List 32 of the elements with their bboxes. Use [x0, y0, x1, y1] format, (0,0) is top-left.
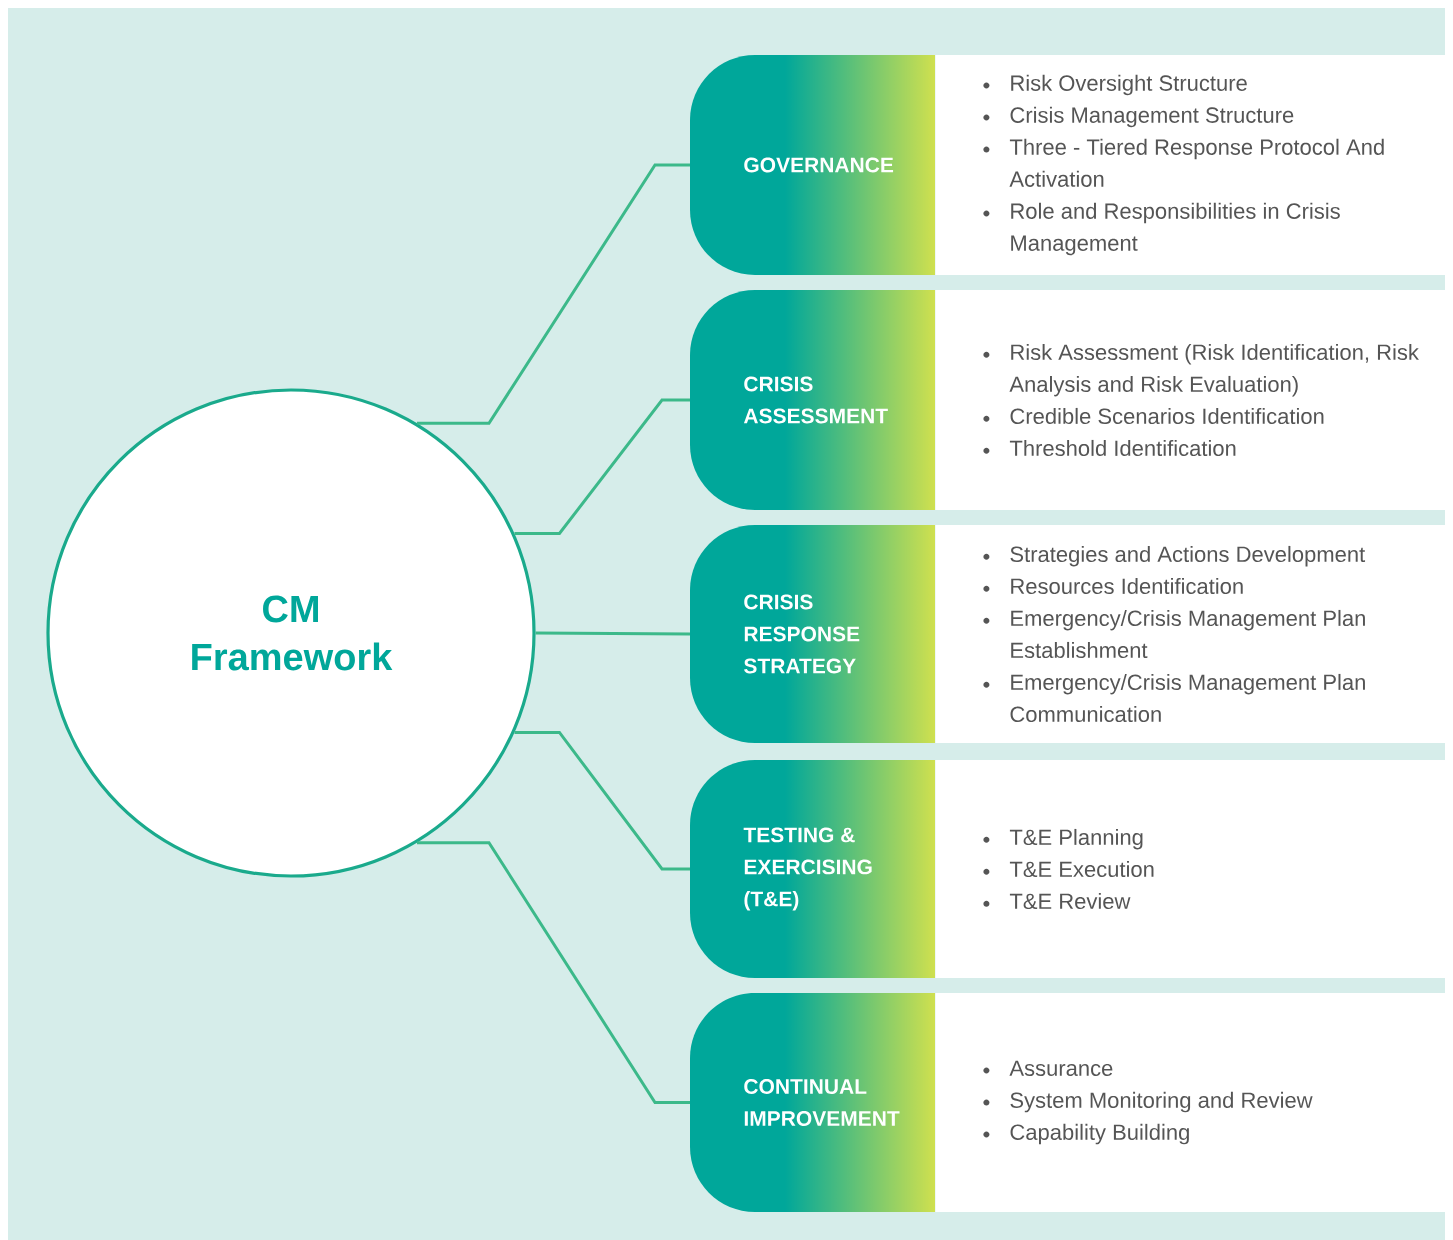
node-label: Emergency/Crisis Management Plan Establishment	[1011, 609, 1365, 659]
connector-line	[417, 841, 690, 1104]
node-label: Credible Scenarios Identification	[1010, 407, 1324, 425]
heading-tab: TESTING & EXERCISING (T&E)	[690, 760, 935, 978]
node-label: Crisis Management Structure	[1010, 106, 1294, 128]
node-label: Emergency/Crisis Management Plan Communication	[1010, 673, 1365, 723]
node-label: Role and Responsibilities in Crisis Management	[1011, 202, 1340, 256]
node-label: Threshold Identification	[1009, 439, 1236, 457]
node-label: T&E Review	[1009, 892, 1131, 910]
node-label: Risk Oversight Structure	[1011, 74, 1247, 96]
node-label: System Monitoring and Review	[1010, 1091, 1313, 1113]
bullet-panel: Risk Assessment (Risk Identification, Risk Analysis and Risk Evaluation) Credible Scenarios Identification Threshold Identification	[935, 290, 1446, 510]
connector-line	[417, 163, 690, 425]
bullet-panel: Assurance System Monitoring and Review Capability Building	[935, 993, 1446, 1212]
node-label: T&E Planning	[1009, 828, 1143, 850]
node-label: Resources Identification	[1011, 577, 1243, 595]
node-label: Capability Building	[1010, 1123, 1189, 1145]
heading-tab: CONTINUAL IMPROVEMENT	[690, 993, 935, 1212]
heading-tab: CRISIS ASSESSMENT	[690, 290, 935, 510]
node-label: Three - Tiered Response Protocol And Activation	[1009, 138, 1384, 187]
node-label: Risk Assessment (Risk Identification, Risk Analysis and Risk Evaluation)	[1009, 343, 1419, 397]
bullet-panel: Risk Oversight Structure Crisis Management Structure Three - Tiered Response Protocol And Activation Role and Responsibilities in Crisis Management	[935, 55, 1446, 275]
connector-line	[514, 398, 690, 535]
connector-line	[514, 730, 690, 871]
node-label: Assurance	[1009, 1060, 1113, 1076]
node-label: T&E Execution	[1009, 860, 1154, 878]
heading-tab: GOVERNANCE	[690, 55, 935, 275]
bullet-panel: Strategies and Actions Development Resources Identification Emergency/Crisis Management Plan Establishment Emergency/Crisis Management Plan Communication	[935, 525, 1446, 743]
bullet-panel: T&E Planning T&E Execution T&E Review	[935, 760, 1446, 978]
connector-line	[535, 631, 690, 636]
node-label: Strategies and Actions Development	[1010, 545, 1366, 567]
heading-tab: CRISIS RESPONSE STRATEGY	[690, 525, 935, 743]
